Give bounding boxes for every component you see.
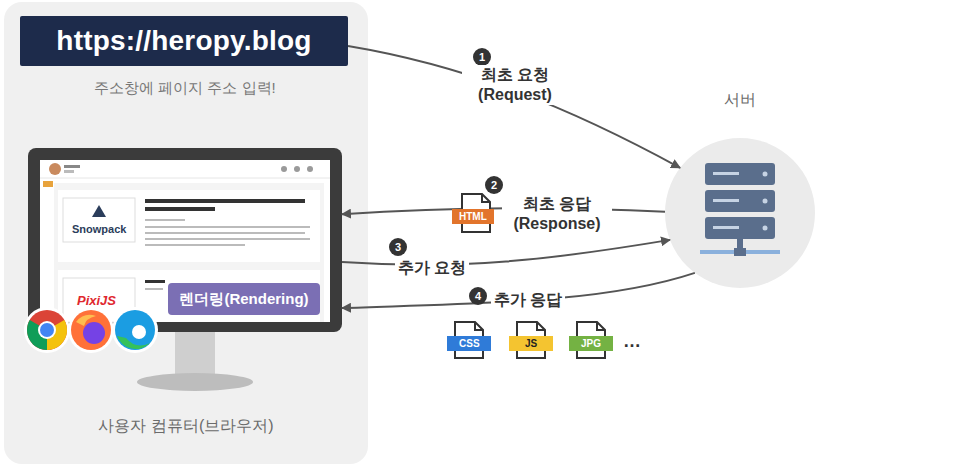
file-fold bbox=[482, 194, 490, 202]
post-text-bar bbox=[145, 219, 185, 221]
address-bar-box: https://heropy.blog bbox=[20, 16, 348, 66]
callout-disc bbox=[473, 48, 491, 66]
edge-label: 추가 요청 bbox=[395, 258, 469, 278]
post-text-bar bbox=[145, 226, 310, 228]
file-type: JS bbox=[525, 338, 537, 350]
js-band bbox=[509, 336, 553, 351]
server-slot bbox=[713, 199, 739, 202]
post-text-bar bbox=[145, 238, 310, 240]
callout-number: 1 bbox=[479, 51, 485, 63]
server-led bbox=[763, 226, 768, 231]
file-fold bbox=[537, 322, 545, 330]
address-hint: 주소창에 페이지 주소 입력! bbox=[94, 79, 276, 98]
post-title-bar bbox=[145, 280, 165, 283]
post-text-bar bbox=[145, 232, 305, 234]
jpg-band bbox=[569, 336, 613, 351]
callout-number: 2 bbox=[491, 179, 497, 191]
chrome-icon bbox=[38, 321, 56, 339]
callout-disc bbox=[469, 287, 487, 305]
blog-avatar bbox=[49, 163, 61, 175]
server-unit bbox=[705, 163, 775, 185]
monitor-bezel bbox=[28, 148, 342, 332]
server-slot bbox=[713, 172, 739, 175]
thumbnail-logo: Snowpack bbox=[72, 223, 126, 235]
screen-header-line bbox=[40, 178, 330, 179]
more-files: … bbox=[623, 331, 641, 352]
post-card bbox=[58, 190, 320, 262]
post-title-bar bbox=[145, 199, 305, 203]
server-circle bbox=[665, 138, 815, 288]
callout-number: 3 bbox=[395, 241, 401, 253]
edge-label: 추가 응답 bbox=[491, 290, 565, 310]
firefox-icon bbox=[71, 310, 111, 350]
server-node: 서버 bbox=[665, 138, 815, 288]
jpg-file-icon bbox=[577, 322, 605, 358]
post-thumb bbox=[63, 198, 135, 242]
server-led bbox=[763, 172, 768, 177]
user-computer-panel: 사용자 컴퓨터(브라우저) https://heropy.blog 렌더링(Rend… bbox=[4, 2, 368, 464]
edge-icon bbox=[132, 325, 146, 339]
file-fold bbox=[475, 322, 483, 330]
server-slot bbox=[713, 226, 739, 229]
file-type: HTML bbox=[459, 211, 487, 223]
post-text-bar bbox=[145, 288, 163, 290]
edge-label: 최초 요청 (Request) bbox=[462, 65, 568, 105]
edge-label: 최초 응답 (Response) bbox=[502, 194, 612, 234]
monitor-neck bbox=[175, 330, 215, 378]
firefox-icon-ring bbox=[68, 307, 114, 353]
file-type: JPG bbox=[581, 338, 601, 350]
css-band bbox=[447, 336, 491, 351]
edge-icon-ring bbox=[112, 307, 158, 353]
snowpack-logo bbox=[92, 205, 106, 217]
user-panel bbox=[4, 2, 368, 464]
callout-disc bbox=[389, 238, 407, 256]
screen-tab bbox=[43, 181, 53, 187]
firefox-icon bbox=[83, 322, 105, 344]
html-band bbox=[452, 209, 494, 224]
http-arrow bbox=[348, 46, 680, 168]
server-unit bbox=[705, 217, 775, 239]
post-text-bar bbox=[145, 244, 245, 246]
screen-content bbox=[54, 183, 324, 322]
panel-caption: 사용자 컴퓨터(브라우저) bbox=[4, 416, 368, 437]
file-type: CSS bbox=[459, 338, 480, 350]
edge-icon bbox=[115, 310, 155, 350]
server-led bbox=[763, 199, 768, 204]
firefox-icon bbox=[76, 315, 96, 326]
callout-number: 4 bbox=[475, 290, 481, 302]
header-icon bbox=[307, 166, 313, 172]
chrome-icon bbox=[40, 323, 54, 337]
chrome-icon-ring bbox=[24, 307, 70, 353]
header-icon bbox=[294, 166, 300, 172]
thumbnail-logo: PixiJS bbox=[77, 293, 116, 308]
server-hub bbox=[734, 248, 746, 256]
css-file-icon bbox=[455, 322, 483, 358]
server-unit bbox=[705, 190, 775, 212]
monitor-screen bbox=[40, 160, 330, 322]
monitor-base bbox=[137, 373, 253, 391]
file-fold bbox=[597, 322, 605, 330]
url-text: https://heropy.blog bbox=[56, 25, 311, 57]
server-caption: 서버 bbox=[665, 90, 815, 111]
blog-name-bar bbox=[64, 170, 74, 173]
callout-disc bbox=[485, 176, 503, 194]
monitor: 렌더링(Rendering) bbox=[28, 148, 342, 332]
post-title-bar bbox=[145, 207, 215, 211]
blog-name-bar bbox=[64, 165, 80, 168]
header-icon bbox=[281, 166, 287, 172]
rendering-label: 렌더링(Rendering) bbox=[168, 283, 320, 315]
edge-icon bbox=[117, 336, 150, 349]
chrome-icon bbox=[27, 310, 67, 350]
